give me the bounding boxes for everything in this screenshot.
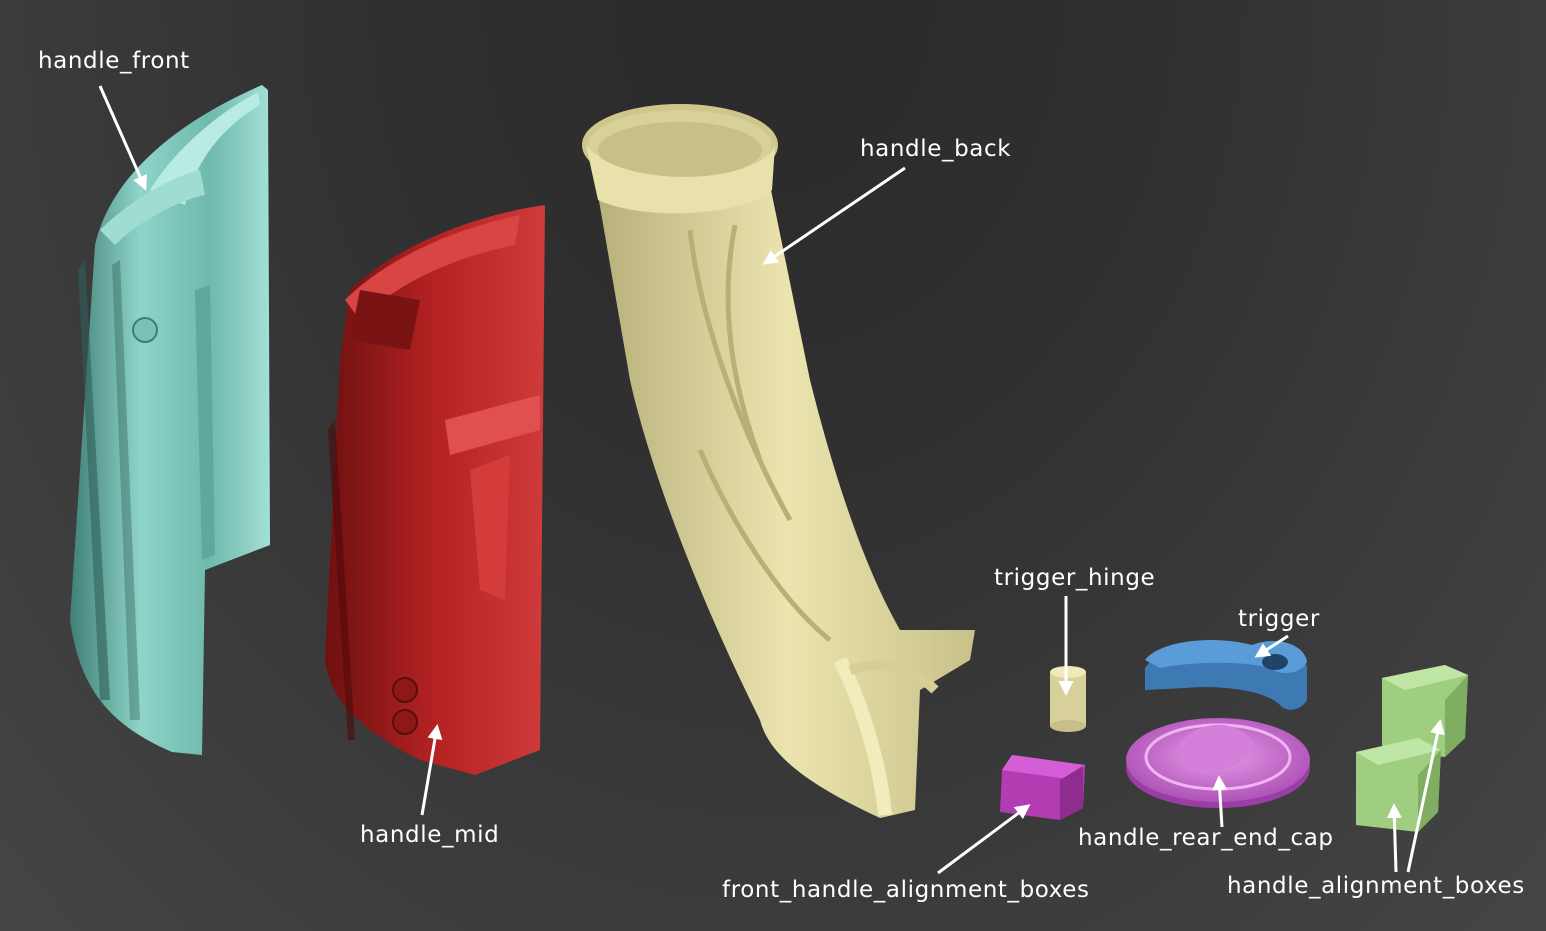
label-handle-rear-end-cap: handle_rear_end_cap <box>1078 825 1334 851</box>
front-handle-alignment-box-model <box>1000 755 1085 820</box>
handle-mid-model <box>325 205 545 775</box>
label-trigger: trigger <box>1238 606 1320 632</box>
label-handle-mid: handle_mid <box>360 822 500 848</box>
arrow-trigger <box>1254 634 1289 658</box>
arrow-handle-alignment-boxes-1 <box>1386 803 1402 873</box>
label-handle-front: handle_front <box>38 48 190 74</box>
trigger-model <box>1145 640 1307 710</box>
label-handle-back: handle_back <box>860 136 1012 162</box>
handle-rear-end-cap-model <box>1126 718 1310 808</box>
trigger-hinge-model <box>1050 666 1086 732</box>
handle-back-model <box>582 104 975 818</box>
arrow-handle-alignment-boxes-2 <box>1406 719 1445 873</box>
arrow-front-handle-alignment-boxes <box>937 804 1031 875</box>
handle-front-model <box>70 85 270 755</box>
arrow-handle-back <box>762 166 906 265</box>
handle-alignment-box-model-1 <box>1382 665 1468 757</box>
arrow-handle-front <box>98 85 148 191</box>
label-trigger-hinge: trigger_hinge <box>994 565 1156 591</box>
handle-alignment-box-model-2 <box>1356 738 1441 832</box>
arrow-handle-rear-end-cap <box>1212 775 1228 828</box>
arrow-handle-mid <box>420 724 443 816</box>
label-handle-alignment-boxes: handle_alignment_boxes <box>1227 873 1525 899</box>
label-front-handle-alignment-boxes: front_handle_alignment_boxes <box>722 877 1090 903</box>
annotation-arrows <box>98 85 1445 875</box>
